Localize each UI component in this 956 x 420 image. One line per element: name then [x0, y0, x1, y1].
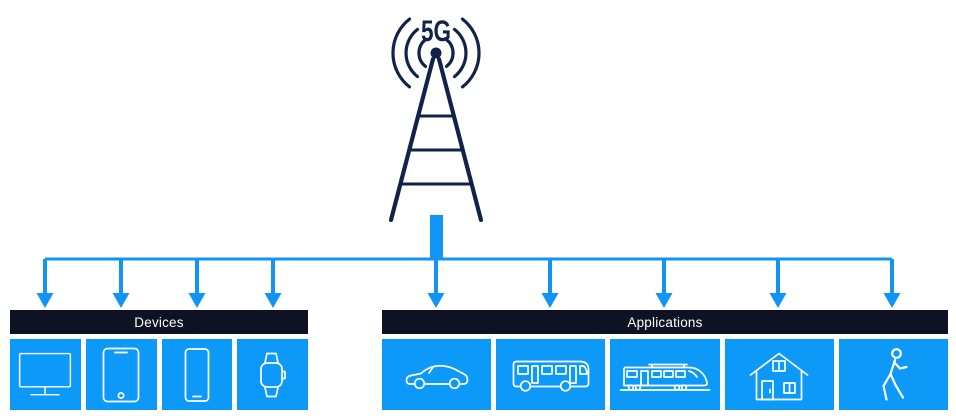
devices-header: Devices	[10, 310, 308, 334]
monitor-icon	[19, 352, 72, 395]
application-box-pedestrian	[838, 339, 948, 410]
flow-arrow	[188, 259, 206, 308]
device-box-monitor	[10, 339, 81, 410]
bus-icon	[512, 360, 590, 392]
tablet-icon	[102, 347, 140, 402]
device-box-tablet	[85, 339, 157, 410]
house-icon	[749, 352, 809, 400]
tower-crossbars	[400, 114, 472, 186]
device-box-smartphone	[161, 339, 233, 410]
application-box-train	[610, 339, 720, 410]
flow-arrow	[112, 259, 130, 308]
radio-waves-icon	[391, 17, 481, 89]
device-box-smartwatch	[237, 339, 308, 410]
flow-arrows	[36, 259, 901, 308]
flow-arrow	[541, 259, 559, 308]
devices-title: Devices	[134, 314, 184, 330]
applications-section: Applications	[382, 310, 948, 410]
tower-mast	[388, 56, 484, 222]
applications-box-row	[382, 339, 948, 410]
train-icon	[619, 363, 711, 391]
devices-section: Devices	[10, 310, 308, 410]
pedestrian-icon	[882, 347, 908, 401]
flow-arrow	[769, 259, 787, 308]
cell-tower-icon: 5G	[388, 15, 484, 222]
car-icon	[405, 364, 468, 389]
tower-feed-bar	[430, 215, 443, 260]
flow-arrow	[427, 259, 445, 308]
antenna-dot	[430, 47, 442, 59]
distribution-connector	[36, 257, 901, 308]
smartwatch-icon	[259, 352, 286, 397]
flow-arrow	[883, 259, 901, 308]
flow-arrow	[36, 259, 54, 308]
application-box-bus	[496, 339, 606, 410]
devices-box-row	[10, 339, 308, 410]
application-box-house	[724, 339, 834, 410]
flow-arrow	[264, 259, 282, 308]
flow-arrow	[655, 259, 673, 308]
application-box-car	[382, 339, 492, 410]
applications-title: Applications	[627, 314, 703, 330]
smartphone-icon	[184, 347, 210, 402]
tower-5g-label: 5G	[421, 15, 451, 48]
applications-header: Applications	[382, 310, 948, 334]
